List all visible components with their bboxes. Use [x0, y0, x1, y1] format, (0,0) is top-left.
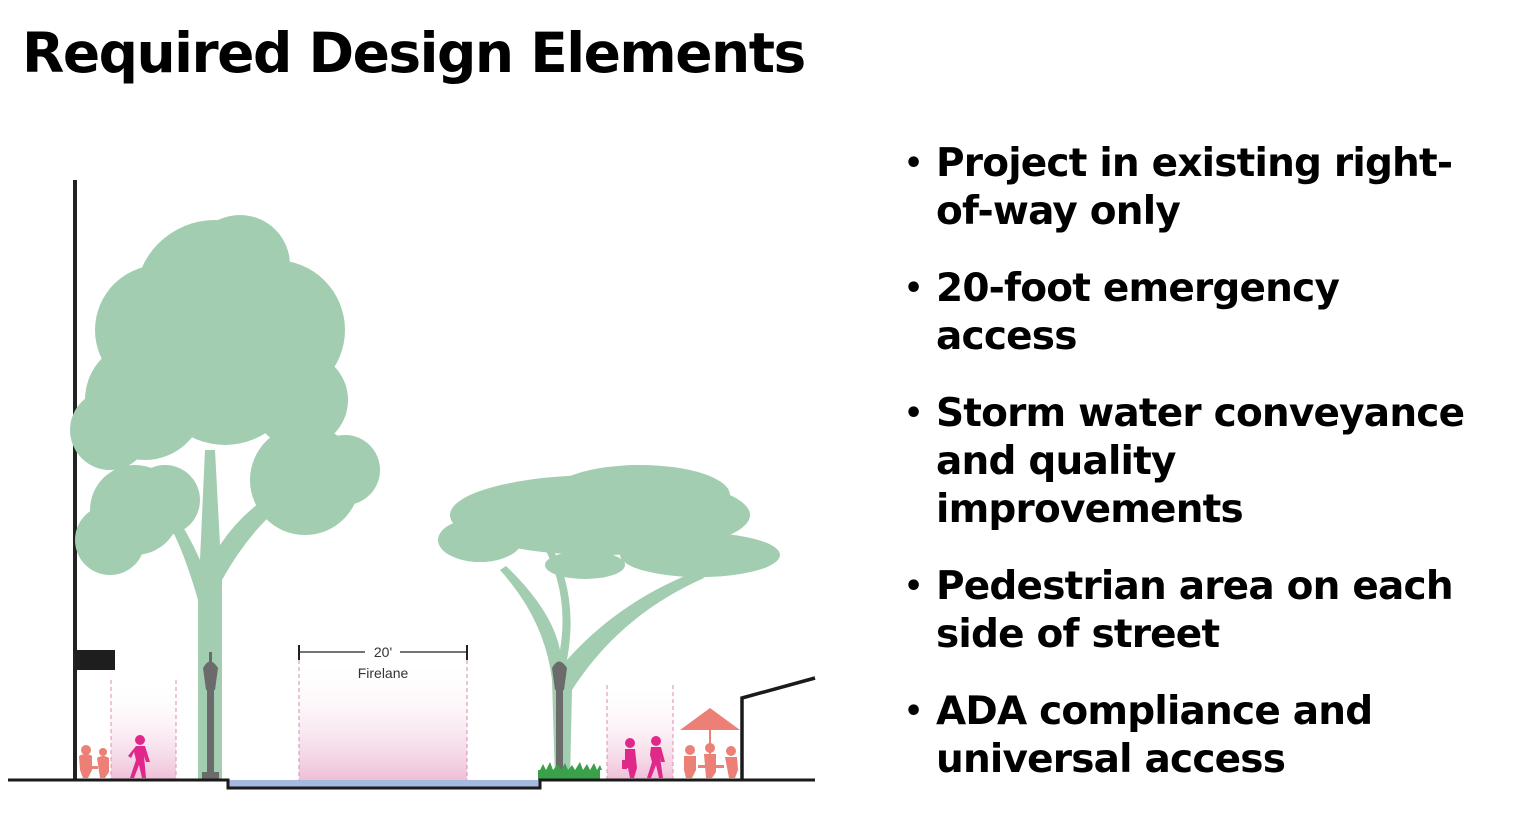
grass-strip-icon: [538, 762, 602, 780]
cafe-umbrella-icon: [680, 708, 740, 778]
right-building-outline: [740, 676, 816, 780]
bullet-icon: •: [904, 146, 923, 181]
bullet-pedestrian-area: • Pedestrian area on each side of street: [904, 564, 1454, 657]
left-building-wall: [73, 180, 115, 780]
cafe-seating-left-icon: [79, 745, 109, 778]
slide-title: Required Design Elements: [22, 21, 806, 85]
requirements-list: • Project in existing right- of-way only…: [900, 140, 1530, 813]
pedestrian-walking-icon: [128, 735, 150, 778]
awning-sign-icon: [75, 650, 115, 670]
bullet-storm-water: • Storm water conveyance and quality imp…: [904, 391, 1465, 532]
bullet-icon: •: [904, 569, 923, 604]
dimension-label: 20': [374, 644, 392, 660]
street-cross-section-diagram: 20' Firelane: [8, 180, 816, 790]
bullet-icon: •: [904, 694, 923, 729]
bullet-icon: •: [904, 271, 923, 306]
street-lamp-left-icon: [202, 652, 219, 780]
acacia-tree-icon: [438, 465, 780, 780]
ground-line: [8, 778, 815, 790]
bullet-emergency-access: • 20-foot emergency access: [904, 266, 1340, 359]
firelane-zone: [298, 660, 468, 780]
bullet-right-of-way: • Project in existing right- of-way only: [904, 141, 1453, 234]
dimension-20ft: 20' Firelane: [298, 644, 468, 681]
bullet-icon: •: [904, 396, 923, 431]
pedestrian-zone-right: [606, 685, 674, 780]
large-tree-icon: [70, 215, 380, 780]
bullet-ada-compliance: • ADA compliance and universal access: [904, 689, 1373, 782]
firelane-label: Firelane: [358, 665, 409, 681]
roadway: [229, 780, 539, 788]
pedestrians-right-icon: [622, 736, 665, 778]
